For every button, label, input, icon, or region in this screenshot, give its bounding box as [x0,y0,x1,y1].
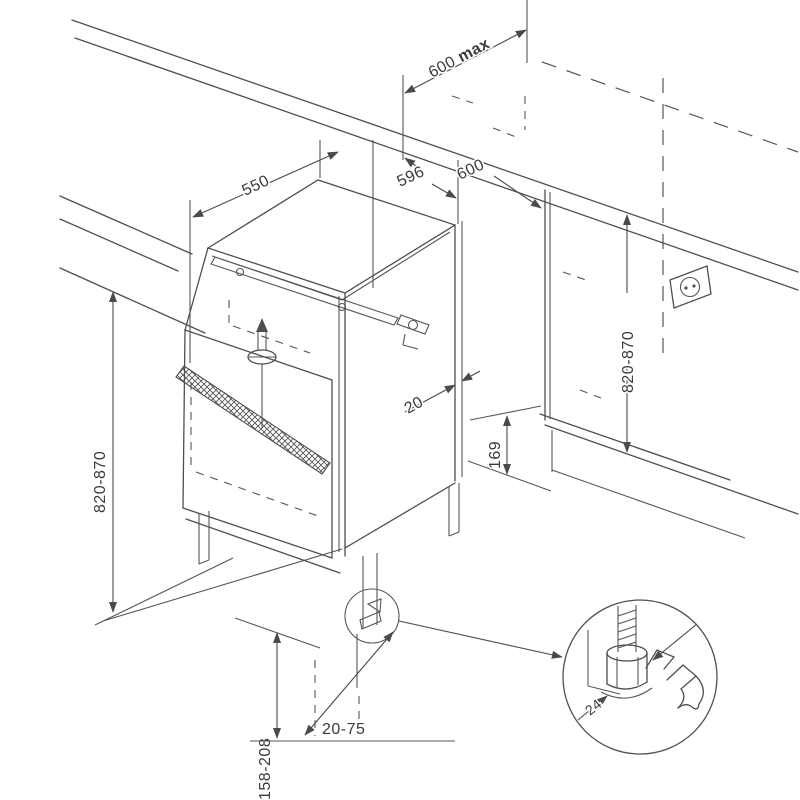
cabinet-corner-lines [587,630,621,695]
niche-left-counter [59,195,206,363]
dim-base-clearance: 158-208 [234,617,321,800]
dim-label-820-870-right: 820-870 [620,331,637,393]
dim-appliance-and-niche-width: 596 600 [372,140,542,288]
seal-strip-hatched [175,365,331,475]
appliance [175,179,463,644]
dim-label-20: 20 [402,394,427,418]
dim-label-20-75: 20-75 [322,721,365,738]
rear-wall-hidden-lines [451,61,799,399]
dim-label-550: 550 [240,172,273,199]
dim-foot-adjustment: 20-75 [250,631,455,742]
dim-label-158-208: 158-208 [257,738,274,800]
dim-niche-height-right: 820-870 [619,214,639,453]
adjacent-cabinet [539,189,799,539]
dim-label-600max: 600max [426,35,493,81]
dim-label-596: 596 [395,163,428,190]
detail-circle [562,599,718,755]
dim-niche-height-left: 820-870 [91,291,118,613]
power-outlet-icon [669,265,712,309]
dim-label-820-870-left: 820-870 [92,451,109,513]
mounting-screw-icon [247,318,277,428]
appliance-feet [198,483,460,644]
dim-worktop-depth: 600max [402,0,528,160]
hinge-bracket [396,314,430,350]
dim-rear-gap: 20 [400,370,481,419]
detail-leader [398,620,563,659]
door-panel [182,247,341,574]
dim-plinth-height: 169 [467,405,552,492]
wrench-icon [645,649,704,710]
hex-nut [600,644,653,699]
dim-appliance-depth: 550 [192,140,339,218]
dim-label-24: 24 [582,695,605,718]
mounting-bracket [210,256,399,326]
appliance-right-side [338,221,463,557]
dim-label-169: 169 [487,441,504,469]
foot-adjustment-detail: 24 [562,599,718,755]
worktop [71,19,799,291]
floor-lines [94,548,343,626]
